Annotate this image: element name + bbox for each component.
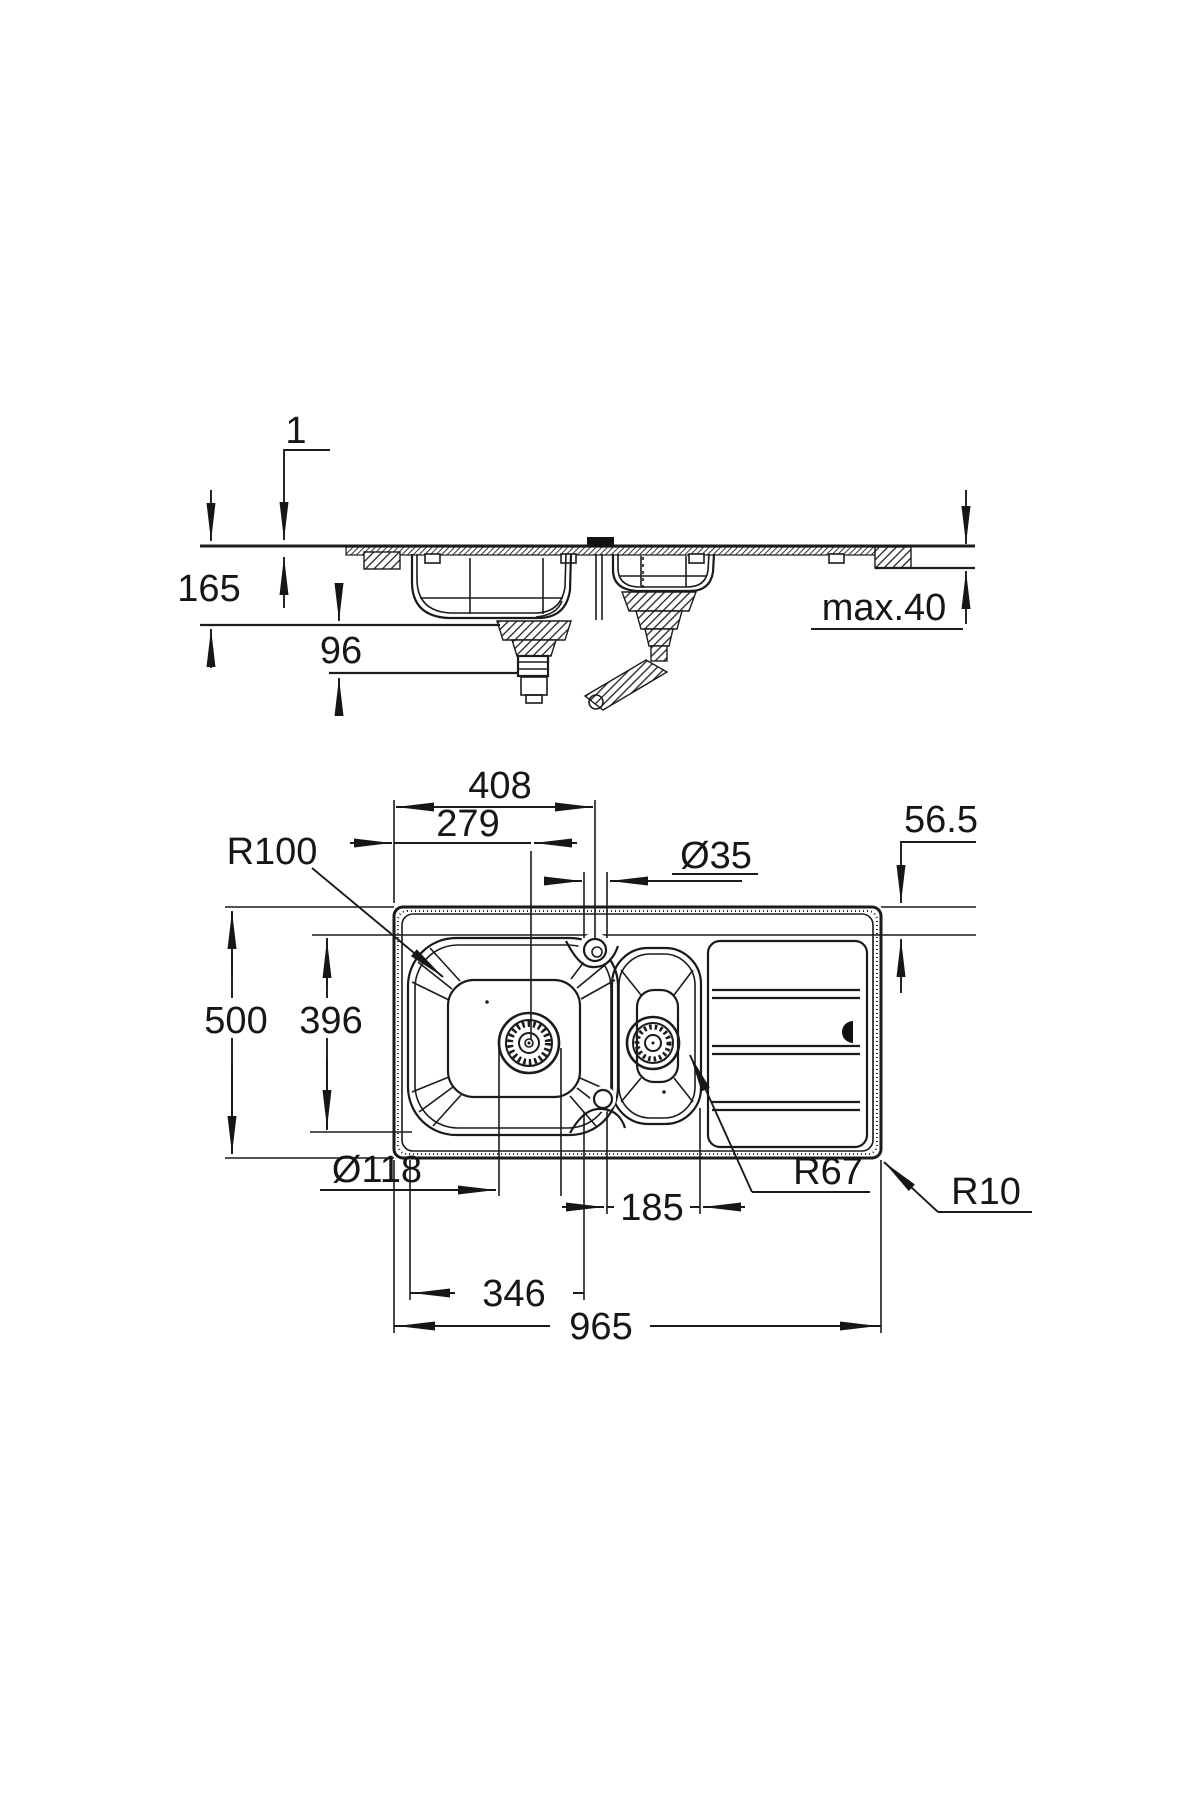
divider-block [587,537,614,547]
dim-total-depth-label: 165 [177,568,240,610]
dim-rim-offset: 56.5 [896,799,978,993]
dim-worktop-thickness: max.40 [811,490,971,630]
bowl-speck [662,1090,666,1094]
dim-rim-profile-height: 1 [279,410,330,608]
dim-drain-diameter: Ø118 [320,1149,496,1195]
clip-icon [560,553,577,564]
dim-tap-center: 408 [396,765,593,812]
dim-transition-radius: R67 [689,1054,870,1193]
tap-hole [565,933,620,969]
dim-clearance-below: 96 [314,583,518,716]
dim-tap-hole-label: Ø35 [680,835,752,877]
drain-pipe-diagonal [583,659,669,711]
half-bowl-trap-section [583,591,698,711]
dim-drain-diameter-label: Ø118 [332,1149,422,1191]
clip-icon [688,553,705,564]
dim-total-depth: 165 [177,490,500,668]
drainer-overflow-slot [842,1021,853,1043]
clip-icon [424,553,441,564]
dim-corner-radius-label: R10 [951,1171,1021,1213]
main-strainer-section [496,620,572,704]
worktop-hatch-right [874,546,912,569]
bowl-speck [485,1000,489,1004]
main-bowl-section [410,553,573,620]
dim-tap-hole: Ø35 [544,835,758,886]
dim-drain-center: 279 [350,803,577,848]
dim-half-bowl-span-label: 185 [620,1187,683,1229]
rim-inner-line [401,913,874,1152]
rim-stipple [397,910,878,1155]
plan-view: 408 279 Ø35 R100 56.5 [203,765,1032,1348]
dim-main-bowl-span-label: 346 [482,1273,545,1315]
dim-transition-radius-label: R67 [793,1151,863,1193]
dim-rim-offset-label: 56.5 [904,799,978,841]
dim-rim-profile-height-label: 1 [285,410,306,452]
dim-overall-length: 965 [394,1306,881,1348]
section-view: 1 165 96 max.40 [177,410,975,716]
drainer-plan [706,939,869,1149]
dim-worktop-thickness-label: max.40 [822,587,947,629]
dim-corner-radius: R10 [883,1161,1032,1213]
dim-tap-center-label: 408 [468,765,531,807]
main-drain-plan [497,1011,561,1075]
dim-overall-depth-label: 500 [204,1000,267,1042]
half-bowl-section [611,553,716,593]
dim-overall-depth: 500 [203,911,268,1154]
dim-overall-length-label: 965 [569,1306,632,1348]
extension-lines [225,800,976,1333]
sink-outline [392,905,883,1160]
fastening-clips [424,553,845,564]
dim-half-bowl-span: 185 [562,1187,745,1229]
dim-bowl-radius-label: R100 [227,831,318,873]
dim-clearance-below-label: 96 [320,630,362,672]
dim-drain-center-label: 279 [436,803,499,845]
overflow-hole [569,1086,627,1134]
dim-main-bowl-span: 346 [410,1273,584,1315]
worktop-hatch-left [363,551,401,570]
main-bowl-plan [406,936,620,1137]
dim-bowl-radius: R100 [227,831,444,978]
half-drain-plan [625,1015,681,1071]
dim-inner-depth-label: 396 [299,1000,362,1042]
dim-inner-depth: 396 [298,938,364,1130]
drainer-grooves [712,988,860,1112]
clip-icon [828,553,845,564]
